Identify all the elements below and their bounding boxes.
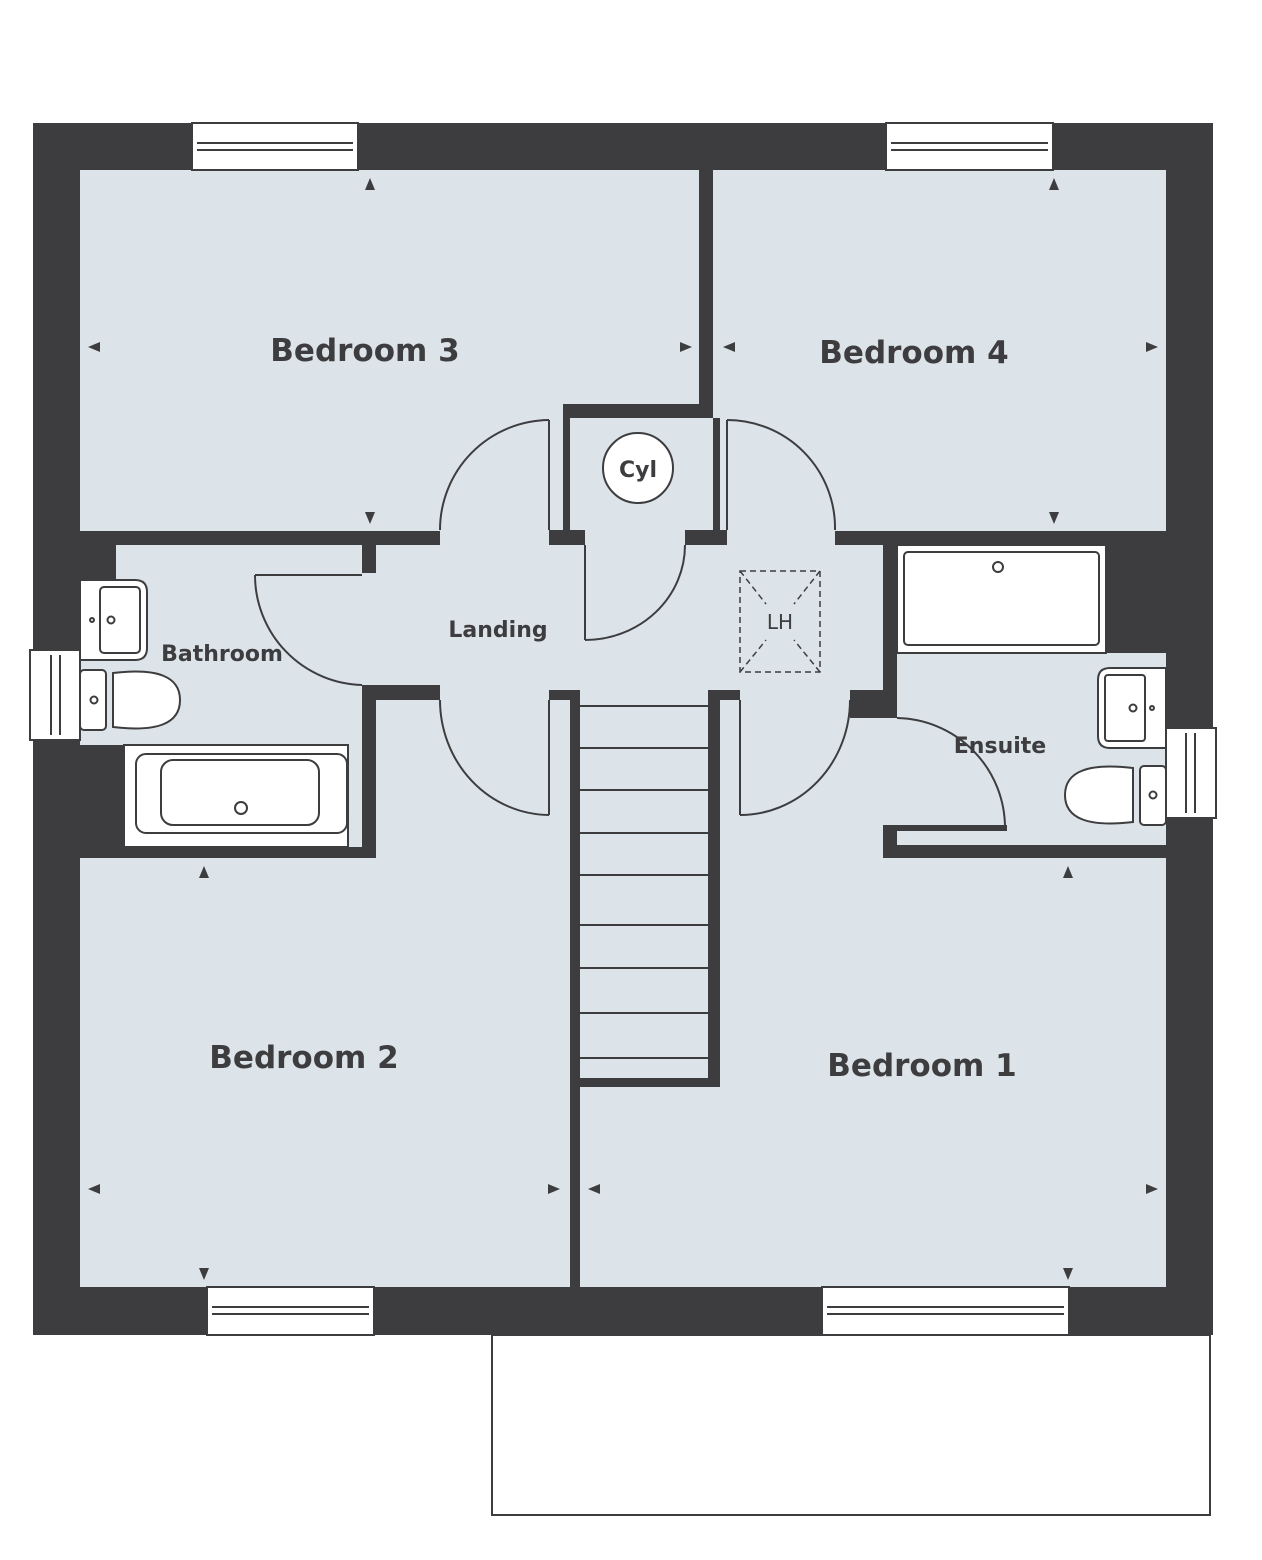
- floor: [80, 170, 1166, 1287]
- arrow-down-icon: [365, 512, 375, 524]
- internal-walls: [80, 170, 1166, 1287]
- windows: [29, 122, 1217, 1336]
- window: [29, 649, 81, 741]
- room-label-bedroom-3: Bedroom 3: [270, 333, 459, 369]
- shower-tray-icon: [896, 544, 1107, 654]
- ensuite-fixtures: [896, 544, 1167, 826]
- arrow-left-icon: [723, 342, 735, 352]
- loft-hatch-icon: [739, 570, 821, 673]
- arrow-left-icon: [88, 1184, 100, 1194]
- bathroom-fixtures: [79, 579, 349, 848]
- arrow-right-icon: [1146, 1184, 1158, 1194]
- lower-roof-outline: [491, 1334, 1211, 1516]
- arrow-right-icon: [548, 1184, 560, 1194]
- bath-icon: [123, 744, 349, 848]
- loft-hatch-label: LH: [767, 610, 793, 634]
- window: [821, 1286, 1070, 1336]
- doors: [254, 419, 1006, 829]
- arrow-up-icon: [199, 866, 209, 878]
- arrow-down-icon: [1049, 512, 1059, 524]
- room-label-bedroom-4: Bedroom 4: [819, 335, 1008, 371]
- basin-icon: [79, 579, 148, 661]
- room-label-bedroom-1: Bedroom 1: [827, 1048, 1016, 1084]
- window: [191, 122, 359, 171]
- arrow-right-icon: [1146, 342, 1158, 352]
- dimension-arrows: [88, 178, 1158, 1280]
- cylinder-icon: [602, 432, 674, 504]
- arrow-right-icon: [680, 342, 692, 352]
- room-label-ensuite: Ensuite: [954, 734, 1046, 759]
- arrow-up-icon: [365, 178, 375, 190]
- arrow-left-icon: [88, 342, 100, 352]
- room-label-bathroom: Bathroom: [161, 642, 283, 667]
- arrow-up-icon: [1063, 866, 1073, 878]
- toilet-icon: [79, 669, 182, 731]
- window: [206, 1286, 375, 1336]
- room-label-landing: Landing: [448, 618, 547, 643]
- toilet-icon: [1063, 765, 1167, 826]
- cylinder-label: Cyl: [619, 458, 657, 483]
- arrow-down-icon: [1063, 1268, 1073, 1280]
- basin-icon: [1097, 667, 1167, 749]
- window: [885, 122, 1054, 171]
- arrow-down-icon: [199, 1268, 209, 1280]
- window: [1165, 727, 1217, 819]
- arrow-up-icon: [1049, 178, 1059, 190]
- staircase: [580, 705, 708, 1059]
- arrow-left-icon: [588, 1184, 600, 1194]
- room-label-bedroom-2: Bedroom 2: [209, 1040, 398, 1076]
